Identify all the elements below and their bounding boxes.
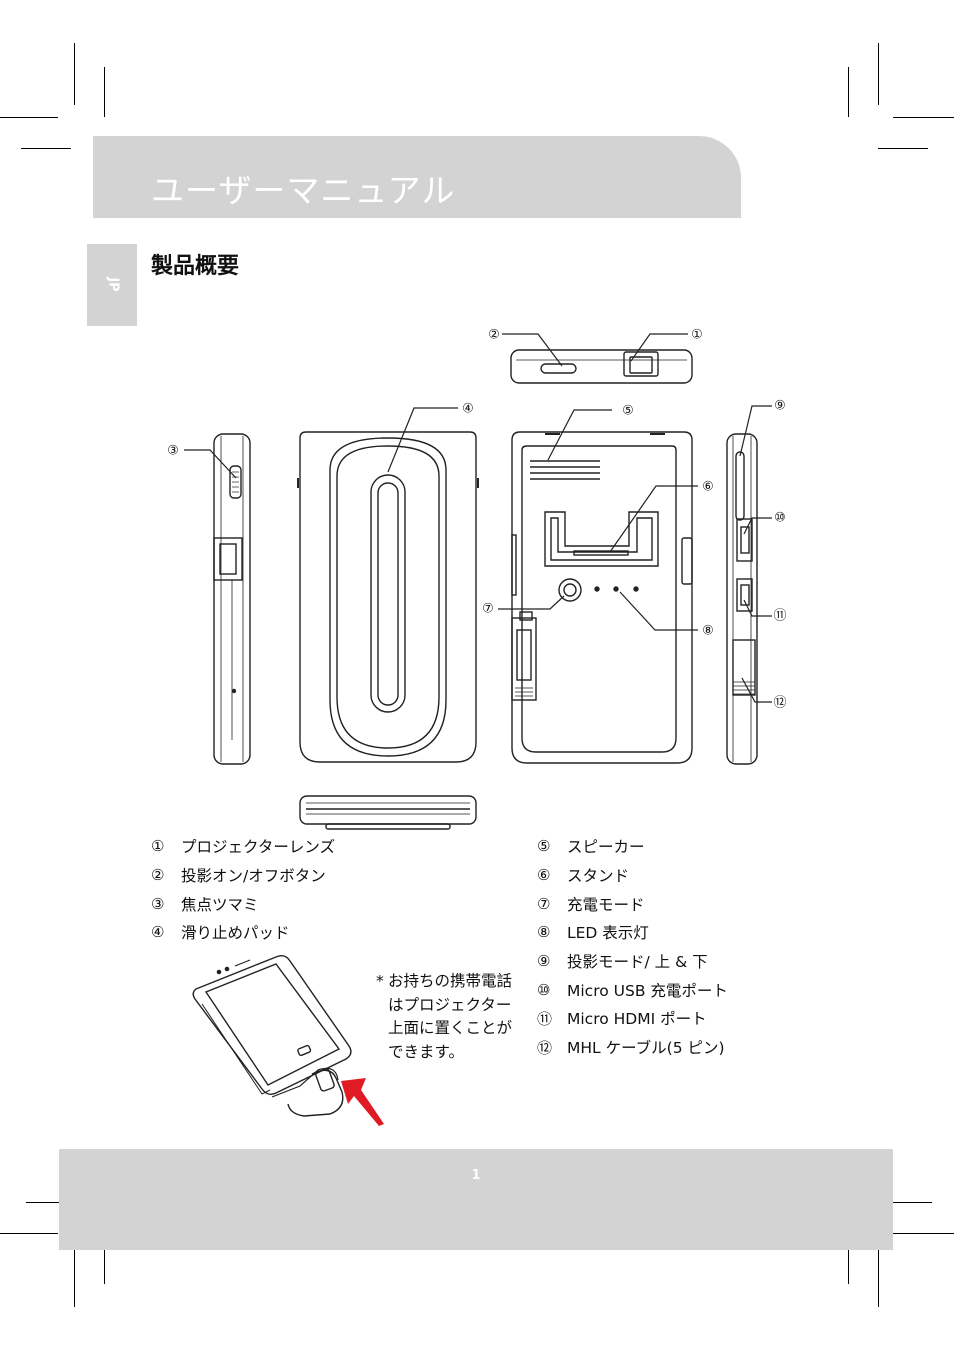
left-side-view (213, 433, 251, 765)
callout-leader-11 (743, 599, 772, 617)
callout-leader-12 (741, 677, 772, 703)
language-tab: JP (87, 244, 137, 326)
callout-leader-6 (609, 485, 698, 553)
callout-3: ③ (167, 444, 179, 459)
callout-leader-8 (619, 591, 698, 631)
front-view (297, 431, 479, 763)
footer-band: 1 (59, 1149, 893, 1250)
phone-placement-note: * お持ちの携帯電話はプロジェクター上面に置くことができます。 (376, 970, 521, 1064)
page-number: 1 (471, 1168, 481, 1183)
page-title: ユーザーマニュアル (151, 171, 456, 210)
back-view (511, 431, 693, 764)
crop-mark (74, 43, 75, 105)
crop-mark (0, 117, 58, 118)
part-label: 投影オン/オフボタン (181, 867, 326, 886)
part-label: プロジェクターレンズ (181, 838, 336, 857)
part-label: Micro USB 充電ポート (567, 981, 728, 1000)
callout-leader-3 (184, 449, 237, 479)
part-label: LED 表示灯 (567, 924, 649, 943)
section-title: 製品概要 (151, 254, 240, 279)
bottom-view (299, 795, 477, 830)
crop-mark (848, 67, 849, 117)
part-label: 投影モード/ 上 & 下 (567, 953, 708, 972)
part-label: 焦点ツマミ (181, 895, 259, 914)
callout-10: ⑩ (774, 511, 786, 526)
part-label: 充電モード (567, 895, 645, 914)
part-label: スタンド (567, 867, 630, 886)
callout-leader-5 (547, 409, 612, 461)
callout-leader-9 (739, 405, 772, 457)
right-side-view (726, 433, 758, 765)
phone-illustration (192, 954, 352, 1117)
crop-mark (74, 1245, 75, 1307)
part-label: 滑り止めパッド (181, 924, 290, 943)
callout-1: ① (691, 328, 703, 343)
crop-mark (878, 43, 879, 105)
callout-leader-1 (630, 333, 688, 362)
callout-6: ⑥ (702, 480, 714, 495)
crop-mark (0, 1233, 58, 1234)
crop-mark (21, 148, 71, 149)
crop-mark (878, 148, 928, 149)
crop-mark (26, 1202, 76, 1203)
note-asterisk: * (376, 972, 384, 990)
note-text: お持ちの携帯電話はプロジェクター上面に置くことができます。 (388, 972, 513, 1061)
callout-8: ⑧ (702, 624, 714, 639)
header-band: ユーザーマニュアル (93, 136, 741, 218)
crop-mark (848, 1234, 849, 1284)
callout-7: ⑦ (482, 602, 494, 617)
callout-12: ⑫ (773, 696, 786, 711)
top-view (510, 349, 693, 384)
crop-mark (880, 1202, 932, 1203)
part-label: スピーカー (567, 838, 645, 857)
callout-11: ⑪ (773, 609, 786, 624)
red-arrow-shape (341, 1078, 384, 1126)
crop-mark (878, 1245, 879, 1307)
part-label: MHL ケーブル(5 ピン) (567, 1039, 725, 1058)
crop-mark (104, 1234, 105, 1284)
callout-9: ⑨ (774, 399, 786, 414)
callout-5: ⑤ (622, 404, 634, 419)
callout-leader-4 (387, 407, 458, 473)
part-label: Micro HDMI ポート (567, 1010, 707, 1029)
callout-leader-2 (502, 333, 563, 367)
crop-mark (893, 117, 954, 118)
crop-mark (104, 67, 105, 117)
callout-4: ④ (462, 402, 474, 417)
callout-leader-7 (498, 595, 565, 610)
callout-2: ② (488, 328, 500, 343)
callout-leader-10 (743, 517, 772, 535)
crop-mark (893, 1233, 954, 1234)
